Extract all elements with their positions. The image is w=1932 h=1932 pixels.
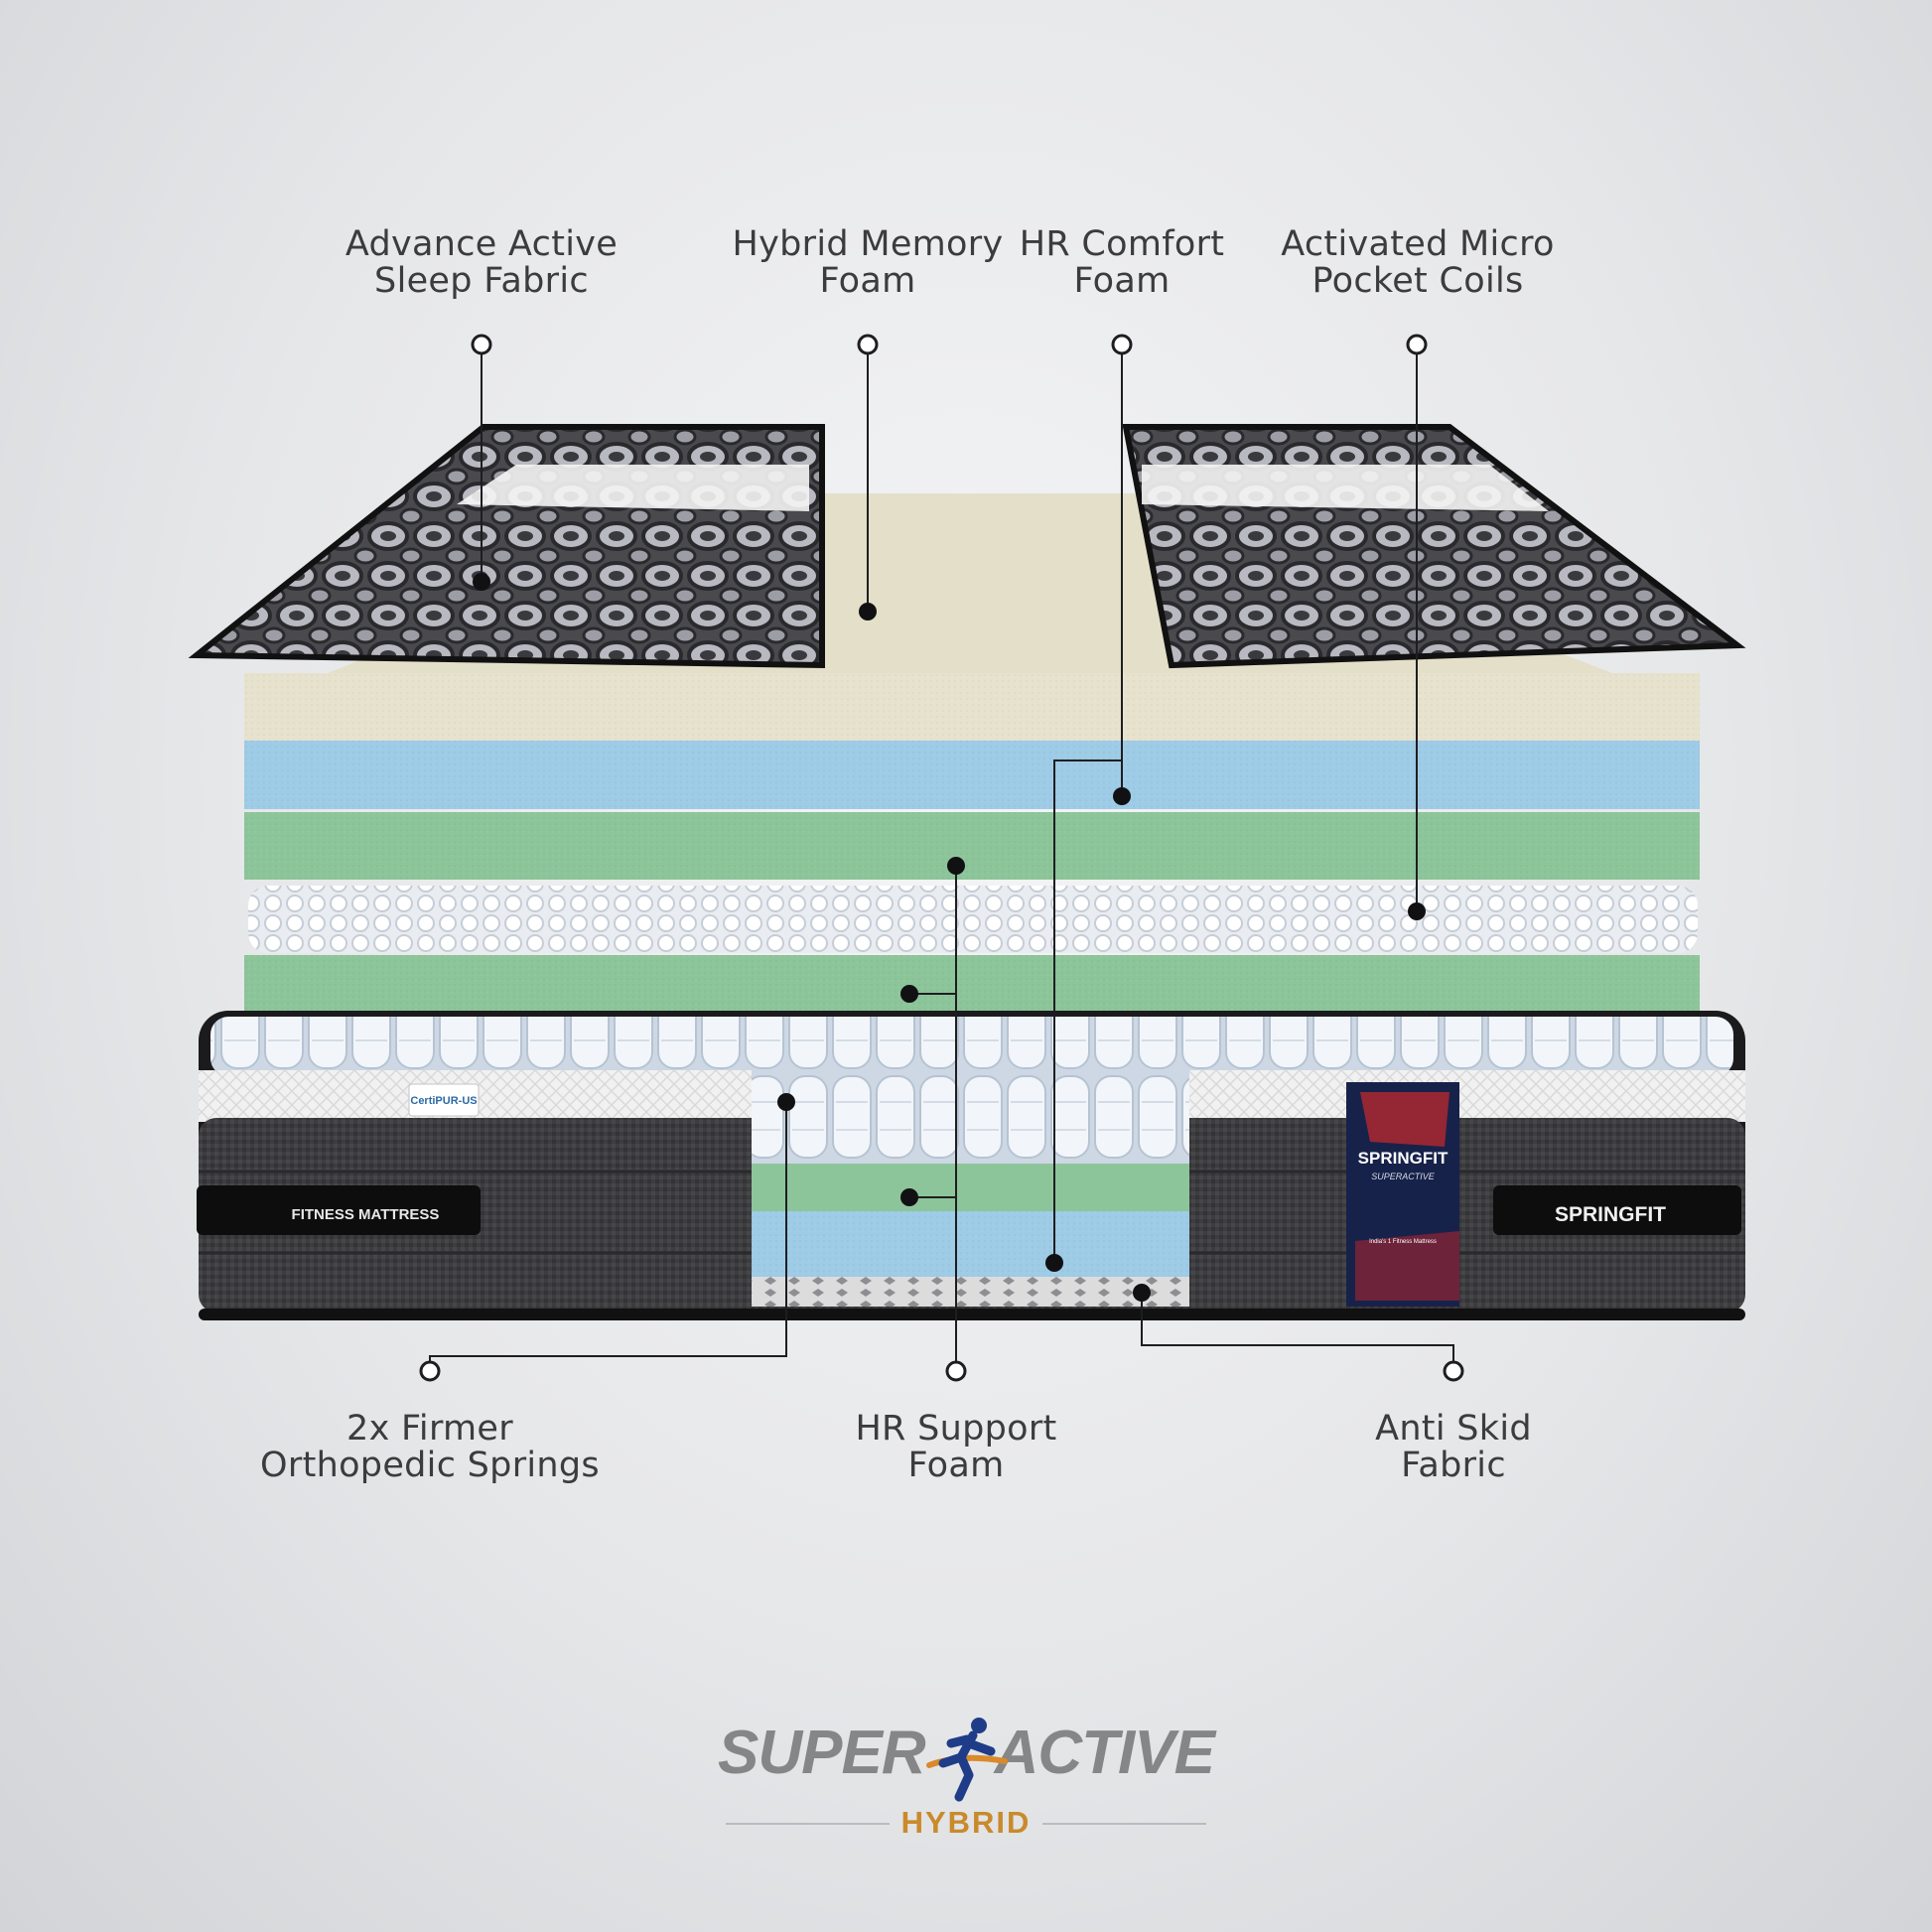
marker-dot-comfort-foam-cut: [1045, 1254, 1063, 1272]
micro-pocket-coils-layer: [248, 886, 1698, 953]
label-activated-micro-pocket-coils: Activated Micro Pocket Coils: [1281, 224, 1555, 301]
marker-open-springs: [419, 1360, 441, 1382]
superactive-hybrid-logo: SUPER ACTIVE HYBRID: [718, 1710, 1215, 1849]
side-strap-right: [1493, 1185, 1741, 1235]
marker-open-comfort-foam: [1111, 334, 1133, 355]
label-anti-skid-fabric: Anti Skid Fabric: [1375, 1409, 1532, 1485]
runner-icon: [926, 1718, 1008, 1802]
sleep-fabric-flap-left: [188, 424, 825, 669]
logo-word-right: ACTIVE: [994, 1719, 1215, 1787]
label-advance-active-sleep-fabric: Advance Active Sleep Fabric: [345, 224, 619, 301]
logo-divider-right: [1042, 1823, 1206, 1825]
tag-claim: India's 1 Fitness Mattress: [1369, 1239, 1437, 1245]
product-tag: SPRINGFIT SUPERACTIVE India's 1 Fitness …: [1346, 1082, 1459, 1307]
marker-open-anti-skid: [1443, 1360, 1464, 1382]
marker-dot-support-foam-cut: [900, 1188, 918, 1206]
side-label-left: FITNESS MATTRESS: [292, 1206, 440, 1223]
marker-dot-support-foam-top: [947, 857, 965, 875]
marker-open-sleep-fabric: [471, 334, 492, 355]
logo-divider-left: [726, 1823, 890, 1825]
side-label-right: SPRINGFIT: [1555, 1203, 1666, 1226]
sleep-fabric-flap-right: [1122, 424, 1746, 669]
marker-dot-support-foam-mid: [900, 985, 918, 1003]
marker-open-memory-foam: [857, 334, 879, 355]
label-hr-support-foam: HR Support Foam: [855, 1409, 1057, 1485]
tag-brand: SPRINGFIT: [1358, 1149, 1449, 1168]
leader-line-comfort-foam-b: [1053, 759, 1122, 1263]
logo-word-left: SUPER: [718, 1719, 926, 1787]
certification-badge-text: CertiPUR-US: [410, 1095, 477, 1107]
marker-dot-memory-foam: [859, 603, 877, 621]
marker-dot-comfort-foam: [1113, 787, 1131, 805]
marker-dot-sleep-fabric: [473, 573, 490, 591]
side-strap-left: [197, 1185, 481, 1235]
label-orthopedic-springs: 2x Firmer Orthopedic Springs: [260, 1409, 600, 1485]
marker-open-support-foam: [945, 1360, 967, 1382]
label-hr-comfort-foam: HR Comfort Foam: [1019, 224, 1225, 301]
logo-variant: HYBRID: [900, 1805, 1032, 1840]
marker-dot-springs: [777, 1093, 795, 1111]
tag-product: SUPERACTIVE: [1371, 1172, 1436, 1181]
label-hybrid-memory-foam: Hybrid Memory Foam: [732, 224, 1004, 301]
marker-dot-micro-coils: [1408, 902, 1426, 920]
certification-badge: [408, 1083, 480, 1117]
marker-dot-anti-skid: [1133, 1284, 1151, 1302]
logo-wordmark: SUPER ACTIVE: [718, 1718, 1215, 1788]
leader-line-anti-skid: [1141, 1293, 1454, 1364]
marker-open-micro-coils: [1406, 334, 1428, 355]
cutaway-section: [752, 1054, 1189, 1307]
